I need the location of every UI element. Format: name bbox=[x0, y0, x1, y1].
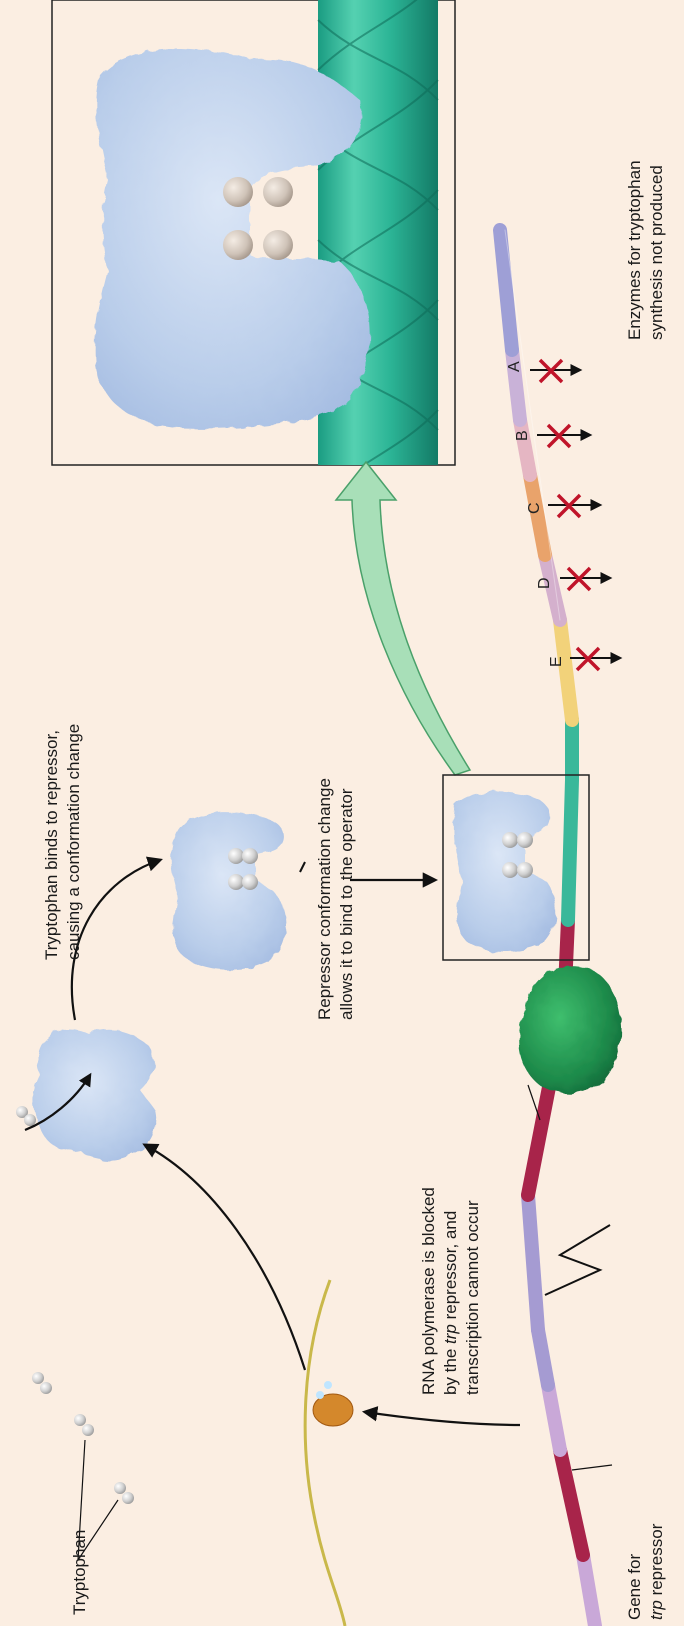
gene-segment-e bbox=[560, 620, 572, 720]
blocked-arrow-d bbox=[560, 568, 610, 590]
gene-segment-c bbox=[530, 475, 545, 555]
enzymes-label: Enzymes for tryptophan synthesis not pro… bbox=[625, 160, 666, 340]
operator-segment bbox=[568, 720, 572, 920]
gene-trp-repressor-label: Gene for trp repressor bbox=[625, 1523, 666, 1620]
tryptophan-molecule bbox=[40, 1382, 52, 1394]
tryptophan-label: Tryptophan bbox=[70, 1530, 89, 1615]
dna-break-mark bbox=[545, 1225, 610, 1295]
tryptophan-molecule bbox=[24, 1114, 36, 1126]
blocked-arrow-e bbox=[570, 648, 620, 670]
tryptophan-molecule bbox=[74, 1414, 86, 1426]
blocked-arrow-b bbox=[537, 425, 590, 447]
gene-label-e: E bbox=[548, 656, 565, 667]
mrna-strand bbox=[305, 1280, 345, 1626]
arrow-translation-to-repressor bbox=[145, 1145, 305, 1370]
rnap-label-line3: transcription cannot occur bbox=[463, 1200, 482, 1395]
gene-pointer bbox=[572, 1465, 612, 1470]
tryptophan-molecule bbox=[242, 848, 258, 864]
arrow-conformation bbox=[72, 860, 160, 1020]
blocked-arrow-a bbox=[530, 360, 580, 382]
rnap-label: RNA polymerase is blocked by the trp rep… bbox=[419, 1187, 482, 1395]
tryptophan-label-text: Tryptophan bbox=[70, 1530, 89, 1615]
tryptophan-molecule bbox=[32, 1372, 44, 1384]
tryptophan-molecule bbox=[223, 230, 253, 260]
tryptophan-molecule bbox=[228, 848, 244, 864]
gene-label-line2: trp repressor bbox=[647, 1523, 666, 1620]
blocked-arrow-c bbox=[548, 495, 600, 517]
binds-label: Tryptophan binds to repressor, causing a… bbox=[42, 724, 83, 960]
conformation-label: Repressor conformation change allows it … bbox=[315, 778, 356, 1020]
enzymes-label-line1: Enzymes for tryptophan bbox=[625, 160, 644, 340]
tryptophan-molecule bbox=[82, 1424, 94, 1436]
tryptophan-molecule bbox=[263, 230, 293, 260]
conformation-label-line1: Repressor conformation change bbox=[315, 778, 334, 1020]
binds-label-line2: causing a conformation change bbox=[64, 724, 83, 960]
tryptophan-molecule bbox=[517, 832, 533, 848]
tryptophan-molecule bbox=[263, 177, 293, 207]
tryptophan-molecule bbox=[502, 832, 518, 848]
gene-label-line1: Gene for bbox=[625, 1554, 644, 1620]
enzymes-label-line2: synthesis not produced bbox=[647, 165, 666, 340]
gene-label-b: B bbox=[514, 430, 531, 441]
gene-label-a: A bbox=[506, 361, 523, 372]
rnap-label-line1: RNA polymerase is blocked bbox=[419, 1187, 438, 1395]
rna-polymerase bbox=[519, 966, 620, 1094]
active-repressor bbox=[171, 812, 286, 970]
free-tryptophan-group bbox=[16, 1106, 134, 1504]
tryptophan-molecule bbox=[223, 177, 253, 207]
tryptophan-molecule bbox=[228, 874, 244, 890]
tryptophan-molecule bbox=[242, 874, 258, 890]
gene-label-d: D bbox=[536, 577, 553, 589]
conformation-label-line2: allows it to bind to the operator bbox=[337, 788, 356, 1020]
magnified-inset bbox=[52, 0, 455, 500]
tryptophan-molecule bbox=[502, 862, 518, 878]
tryptophan-molecule bbox=[114, 1482, 126, 1494]
gene-segment-b bbox=[520, 420, 530, 475]
gene-segment-a bbox=[512, 350, 520, 420]
binds-label-line1: Tryptophan binds to repressor, bbox=[42, 730, 61, 960]
zoom-arrow bbox=[336, 462, 470, 775]
inactive-repressor bbox=[33, 1030, 156, 1161]
tryptophan-molecule bbox=[122, 1492, 134, 1504]
tryptophan-molecule bbox=[517, 862, 533, 878]
trp-repressor-gene-segment bbox=[560, 1450, 583, 1555]
rnap-label-line2: by the trp repressor, and bbox=[441, 1211, 460, 1395]
arrow-gene-to-ribosome bbox=[365, 1412, 520, 1425]
gene-label-c: C bbox=[526, 502, 543, 514]
